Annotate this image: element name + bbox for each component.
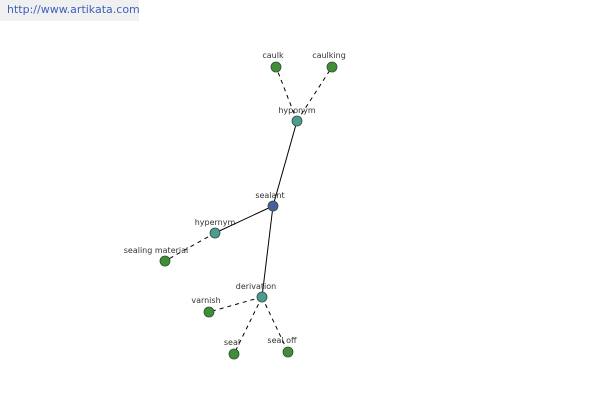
node-caulking[interactable]: caulking	[312, 51, 346, 73]
node-label-hypernym: hypernym	[195, 218, 236, 227]
node-label-derivation: derivation	[236, 282, 276, 291]
edge-derivation-seal-off	[261, 296, 289, 353]
node-sealing-material[interactable]: sealing material	[124, 246, 189, 267]
edge-sealant-derivation	[261, 205, 274, 298]
node-circle-varnish[interactable]	[203, 306, 215, 318]
node-circle-hypernym[interactable]	[209, 227, 221, 239]
node-varnish[interactable]: varnish	[191, 296, 221, 318]
node-circle-sealing-material[interactable]	[159, 255, 171, 267]
node-hyponym[interactable]: hyponym	[278, 106, 316, 127]
node-seal[interactable]: seal	[224, 338, 240, 360]
node-label-hyponym: hyponym	[278, 106, 316, 115]
node-sealant[interactable]: sealant	[255, 191, 285, 212]
edge-derivation-seal	[233, 296, 263, 355]
edge-hyponym-caulk	[275, 66, 298, 122]
node-label-varnish: varnish	[191, 296, 220, 305]
edge-sealant-hypernym	[214, 205, 274, 234]
node-circle-seal-off[interactable]	[282, 346, 294, 358]
node-label-seal-off: seal off	[267, 336, 297, 345]
url-bar: http://www.artikata.com	[0, 0, 140, 21]
node-derivation[interactable]: derivation	[236, 282, 276, 303]
edge-sealant-hyponym	[272, 120, 298, 207]
node-label-sealant: sealant	[255, 191, 284, 200]
node-label-sealing-material: sealing material	[124, 246, 189, 255]
site-url-link[interactable]: http://www.artikata.com	[7, 3, 140, 16]
edge-hyponym-caulking	[296, 66, 333, 122]
node-label-caulk: caulk	[262, 51, 284, 60]
node-circle-seal[interactable]	[228, 348, 240, 360]
node-circle-sealant[interactable]	[267, 200, 279, 212]
node-circle-caulk[interactable]	[270, 61, 282, 73]
node-seal-off[interactable]: seal off	[267, 336, 297, 358]
node-label-caulking: caulking	[312, 51, 346, 60]
edge-derivation-varnish	[208, 296, 263, 313]
node-circle-caulking[interactable]	[326, 61, 338, 73]
node-circle-hyponym[interactable]	[291, 115, 303, 127]
node-label-seal: seal	[224, 338, 240, 347]
node-caulk[interactable]: caulk	[262, 51, 284, 73]
node-hypernym[interactable]: hypernym	[195, 218, 236, 239]
edge-hypernym-sealing-material	[164, 232, 216, 262]
node-circle-derivation[interactable]	[256, 291, 268, 303]
